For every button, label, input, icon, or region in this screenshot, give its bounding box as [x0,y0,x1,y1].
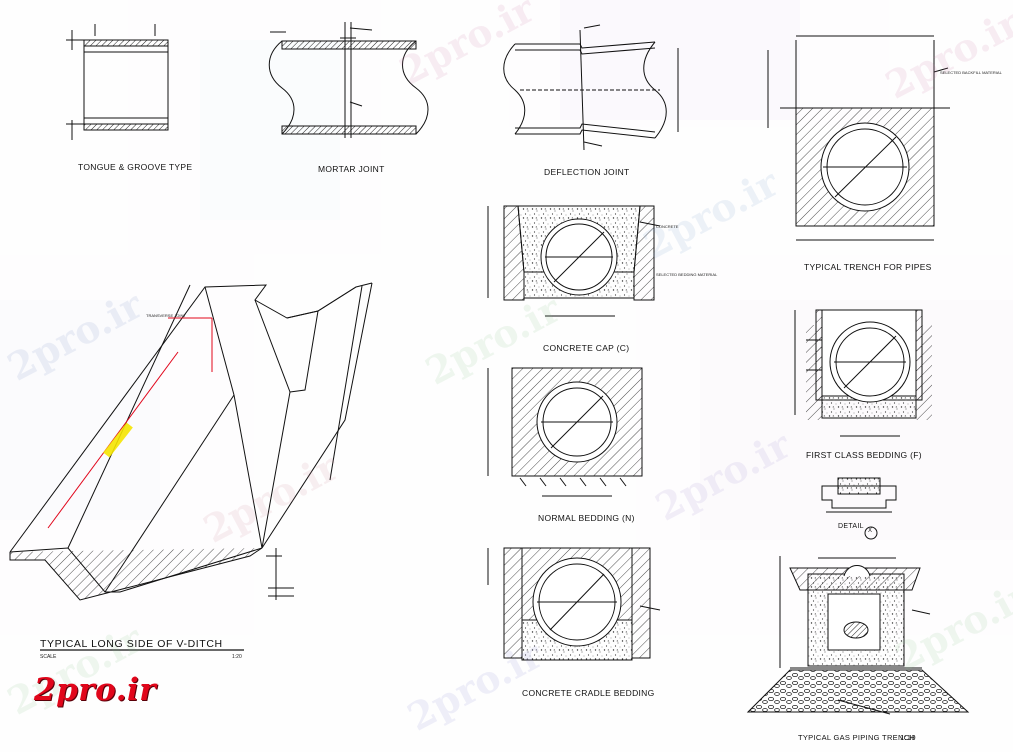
detail-x-sketch [821,477,897,540]
title-normal-bedding: NORMAL BEDDING (N) [538,513,635,523]
note-selected-fill: SELECTED BACKFILL MATERIAL [940,70,1002,75]
note-bedding: SELECTED BEDDING MATERIAL [656,272,718,277]
v-ditch-scale-value: 1:20 [232,654,242,660]
concrete-cradle-detail [487,547,661,661]
title-deflection-joint: DEFLECTION JOINT [544,167,630,177]
title-gas-piping: TYPICAL GAS PIPING TRENCH [798,733,916,742]
title-concrete-cap: CONCRETE CAP (C) [543,343,630,353]
note-transverse-joint: TRANSVERSE JOINT [146,313,186,318]
normal-bedding-detail [487,367,643,497]
mortar-joint-detail [268,22,429,138]
title-concrete-cradle: CONCRETE CRADLE BEDDING [522,688,655,698]
title-tongue-groove: TONGUE & GROOVE TYPE [78,162,193,172]
title-mortar-joint: MORTAR JOINT [318,164,385,174]
title-detail: DETAIL [838,523,864,530]
gas-piping-trench-detail [746,556,970,715]
title-typical-trench: TYPICAL TRENCH FOR PIPES [804,262,932,272]
brand-logo: 2pro.ir [34,672,157,708]
note-concrete: CONCRETE [656,224,679,229]
v-ditch-scale-label: SCALE [40,654,57,660]
title-v-ditch: TYPICAL LONG SIDE OF V-DITCH [40,638,223,650]
gas-piping-scale: 1:10 [900,733,916,742]
first-class-bedding-detail [794,309,932,437]
detail-marker: X [868,528,873,534]
typical-trench-detail [767,35,950,241]
tongue-groove-detail [66,24,169,140]
title-first-class-bedding: FIRST CLASS BEDDING (F) [806,450,922,460]
highlight-marker [103,422,133,458]
concrete-cap-detail [487,205,661,317]
deflection-joint-detail [503,24,679,151]
v-ditch-drawing [9,282,373,651]
